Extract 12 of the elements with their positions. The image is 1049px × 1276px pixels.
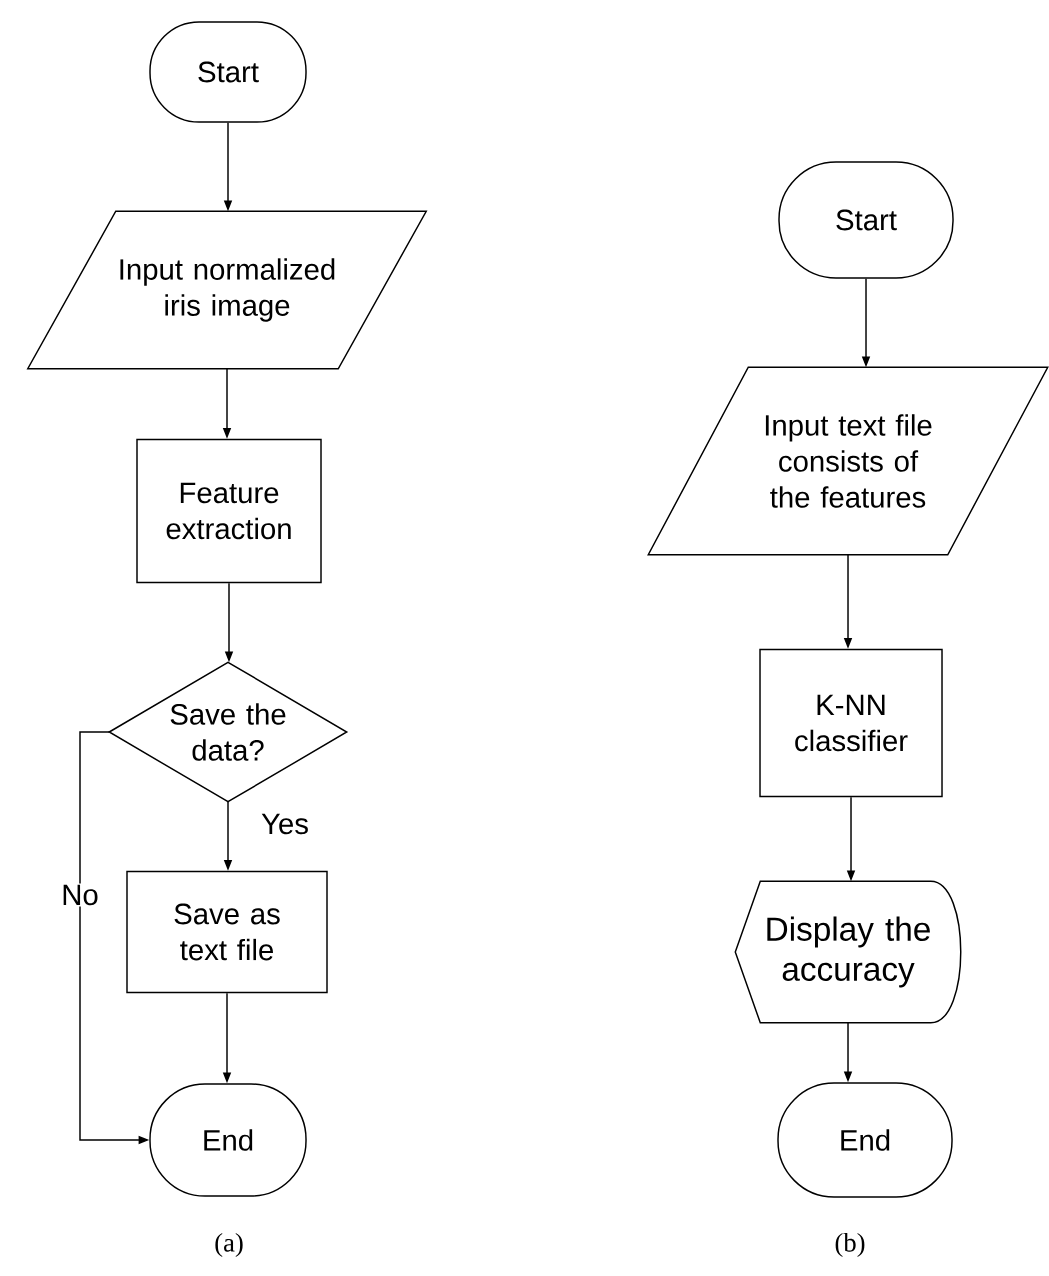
input-parallelogram: Input text file consists of the features — [647, 366, 1049, 556]
edge-label: Yes — [259, 812, 311, 836]
terminal-box: Start — [778, 161, 954, 279]
process-box: Feature extraction — [136, 438, 322, 584]
process-box: K-NN classifier — [759, 648, 943, 798]
terminal-box: End — [777, 1082, 953, 1198]
terminal-box: Start — [149, 21, 307, 123]
panel-label: (a) — [215, 1232, 243, 1258]
process-box: Save as text file — [126, 870, 328, 994]
terminal-box: End — [149, 1083, 307, 1197]
panel-label: (b) — [835, 1232, 865, 1258]
edge-label: No — [59, 883, 101, 907]
